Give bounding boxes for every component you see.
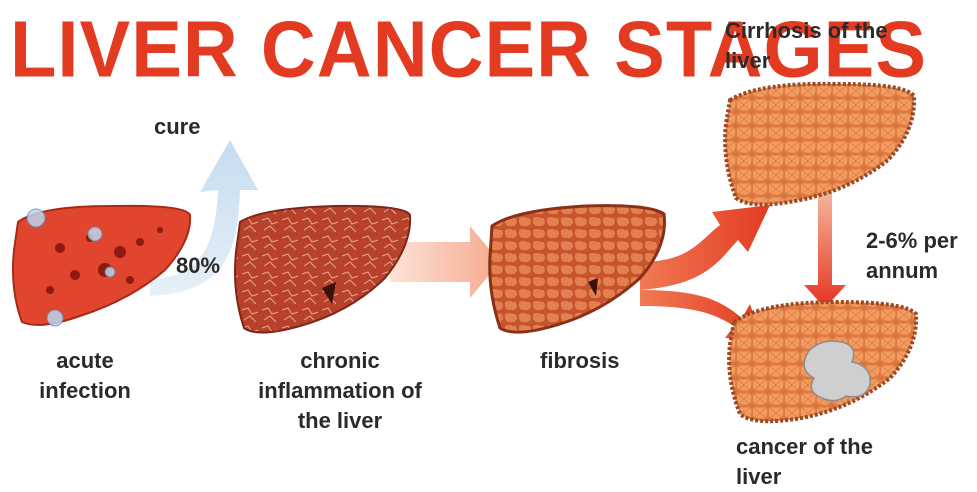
label-cirrhosis-line-1: Cirrhosis of the <box>725 16 888 46</box>
label-cancer-line-2: liver <box>736 462 873 492</box>
liver-acute-icon <box>13 206 190 326</box>
label-acute-line-1: acute <box>30 346 140 376</box>
label-rate-line-1: 2-6% per <box>866 226 958 256</box>
liver-chronic-icon <box>235 206 410 333</box>
label-chronic-line-1: chronic <box>240 346 440 376</box>
label-chronic-line-2: inflammation of <box>240 376 440 406</box>
liver-cancer-icon <box>729 302 916 421</box>
label-chronic-inflammation: chronic inflammation of the liver <box>240 346 440 436</box>
label-acute-infection: acute infection <box>30 346 140 406</box>
label-cirrhosis: Cirrhosis of the liver <box>725 16 888 76</box>
label-fibrosis: fibrosis <box>540 346 619 376</box>
label-cure: cure <box>154 112 200 142</box>
label-cirrhosis-line-2: liver <box>725 46 888 76</box>
label-cancer-line-1: cancer of the <box>736 432 873 462</box>
label-acute-line-2: infection <box>30 376 140 406</box>
progression-arrow-down <box>804 190 846 308</box>
label-chronic-line-3: the liver <box>240 406 440 436</box>
liver-fibrosis-icon <box>490 206 665 332</box>
label-rate-line-2: annum <box>866 256 958 286</box>
label-percent: 80% <box>176 251 220 281</box>
label-rate: 2-6% per annum <box>866 226 958 286</box>
label-cancer: cancer of the liver <box>736 432 873 492</box>
liver-cirrhosis-icon <box>725 84 914 205</box>
